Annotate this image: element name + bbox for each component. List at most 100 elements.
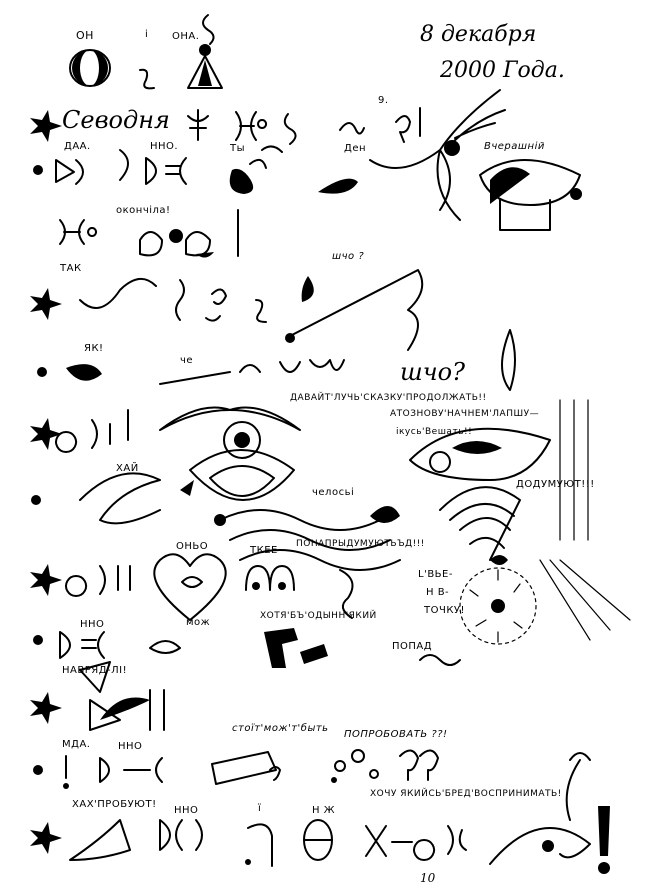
oz-glyph-3: [413, 825, 467, 861]
exclaim-5: [149, 689, 165, 731]
bullet-dot: [37, 367, 47, 377]
star-icon: [30, 418, 62, 450]
label-tkee: ТКЕЕ: [250, 545, 278, 556]
feather-swirl: [439, 486, 521, 565]
central-ornament: [159, 406, 401, 571]
ty-figure: [229, 145, 283, 194]
label-ponapri: ПОНАПРЫДУМУЮТЬЪД!!!: [296, 539, 425, 549]
dot-2: [63, 783, 69, 789]
rune-5: [395, 115, 411, 143]
i-glyph-2: [255, 299, 267, 323]
bullet-dot: [33, 165, 43, 175]
label-che: че: [180, 355, 194, 366]
label-chelosbi: челосьі: [312, 487, 355, 498]
dot-1: [285, 333, 295, 343]
vcherashny-figure: [479, 159, 583, 231]
label-ona: ОНА.: [172, 31, 200, 42]
label-khotya: ХОТЯ'БЪ'ОДЫНН'ЯКИЙ: [260, 611, 377, 621]
dots-cluster: [331, 749, 379, 783]
x-glyph: [365, 825, 413, 857]
label-ikus: ікусь'Вешать!!: [396, 427, 473, 437]
che-line: [159, 371, 231, 385]
exclaim-3: [501, 329, 516, 391]
rune-7: [205, 288, 227, 322]
dx-glyph: [159, 819, 203, 851]
heart-shape: [153, 553, 227, 621]
i-glyph: [139, 68, 155, 90]
d-equals-1: [145, 157, 187, 185]
label-nzh: Н Ж: [312, 805, 335, 816]
label-nno-2: ННО: [80, 619, 105, 630]
block-shape-2: [300, 644, 328, 664]
date-line: 8 декабря: [420, 22, 537, 47]
label-mozh: мож: [186, 617, 211, 628]
star-icon: [30, 288, 62, 320]
okonchila-figure: [139, 229, 214, 258]
boat-figure: [69, 819, 131, 861]
label-khochu: ХОЧУ ЯКИЙСЬ'БРЕД'ВОСПРИНИМАТЬ!: [370, 789, 562, 799]
star-icon: [30, 564, 62, 596]
label-da: ДАА.: [64, 141, 91, 152]
sun-dot: [542, 840, 554, 852]
dot-3: [245, 859, 251, 865]
label-popad: ПОПАД: [392, 641, 433, 652]
label-nno-1: ННО.: [150, 141, 179, 152]
label-den: Ден: [344, 143, 367, 154]
nno-glyph-1: [119, 149, 129, 181]
label-nv: Н В-: [426, 587, 450, 598]
question-1: [269, 766, 281, 781]
rune-3: [283, 113, 297, 145]
rune-4: [339, 122, 365, 135]
ona-figure: [187, 14, 223, 89]
leaf-shape: [370, 506, 400, 523]
label-lbse: L'ВЬЕ-: [418, 569, 453, 580]
label-sevodnya: Севодня: [62, 106, 170, 134]
label-ty: Ты: [230, 143, 246, 154]
squiggle-1: [79, 278, 157, 309]
label-shcho-1: шчо ?: [332, 251, 365, 262]
sun-hill: [489, 827, 591, 865]
radiating-lines: [539, 399, 631, 641]
stoit-figure: [211, 751, 277, 785]
rune-1: [187, 109, 209, 141]
label-davay: ДАВАЙТ'ЛУЧЬ'СКАЗКУ'ПРОДОЛЖАТЬ!!: [290, 393, 487, 403]
swirl-ornament: [409, 427, 551, 481]
label-tak: ТАК: [60, 263, 82, 274]
label-atoznovu: АТОЗНОВУ'НАЧНЕМ'ЛАПШУ—: [390, 409, 540, 419]
squiggle-4: [339, 569, 354, 619]
page-number: 10: [420, 871, 436, 885]
da-glyph: [55, 159, 84, 185]
star-icon: [30, 822, 62, 854]
squiggle-2: [175, 279, 185, 321]
bullet-dot: [33, 635, 43, 645]
triangles-figure: [79, 661, 121, 731]
label-okonchila: окончіла!: [116, 205, 171, 216]
label-khakh: ХАХ'ПРОБУЮТ!: [72, 799, 157, 810]
label-yak: ЯК!: [84, 343, 104, 354]
khay-figure: [79, 472, 161, 525]
rune-2: [235, 111, 268, 141]
flame-drawing: [439, 89, 506, 156]
den-figure: [318, 149, 461, 221]
bullet-dot: [31, 495, 41, 505]
wing-shape: [100, 697, 150, 720]
d-equals-2: [59, 631, 105, 659]
star-icon: [30, 110, 62, 142]
squiggle-3: [239, 364, 261, 373]
on-figure: [69, 49, 111, 87]
bullet-dot: [33, 765, 43, 775]
label-onyo: ОНЬО: [176, 541, 209, 552]
long-stroke: [289, 269, 424, 351]
nvryad-shape: [149, 640, 181, 654]
label-stoit: стоїт'мож'т'быть: [232, 723, 329, 734]
flower-stem: [565, 752, 591, 821]
rune-8: [279, 359, 345, 373]
year-line: 2000 Года.: [440, 58, 565, 83]
label-poprobovat: ПОПРОБОВАТЬ ??!: [344, 729, 448, 740]
label-tochku: ТОЧКУ!: [424, 605, 466, 616]
block-shape: [264, 628, 298, 668]
label-shcho-2: шчо?: [400, 358, 465, 386]
label-mda: МДА.: [62, 739, 91, 750]
label-i: і: [145, 29, 149, 40]
